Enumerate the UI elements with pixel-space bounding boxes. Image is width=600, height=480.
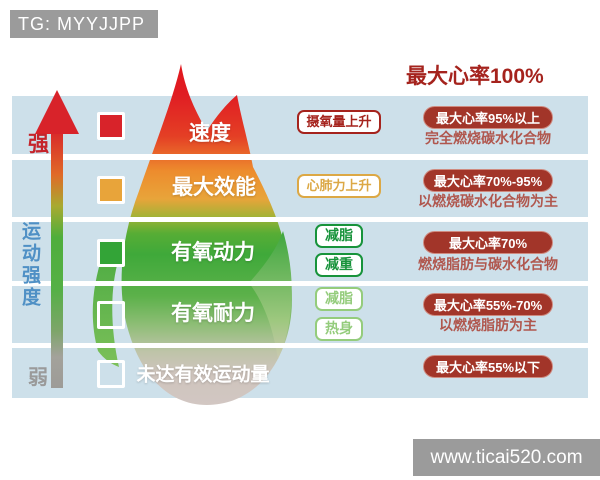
band-separator: [12, 343, 588, 348]
zone-label-aerobic-power: 有氧动力: [171, 241, 255, 264]
zone-label-max-efficiency: 最大效能: [172, 176, 256, 199]
zone-swatch-speed: [97, 112, 125, 140]
axis-label-intensity: 运动强度: [19, 221, 40, 309]
zone-label-aerobic-endurance: 有氧耐力: [171, 302, 255, 325]
hr-pill-70-95: 最大心率70%-95%: [423, 169, 553, 192]
hr-desc-55-70: 以燃烧脂肪为主: [439, 317, 537, 333]
badge-fat-loss-light: 减脂: [315, 287, 363, 311]
watermark-url: www.ticai520.com: [413, 439, 600, 476]
hr-desc-70: 燃烧脂肪与碳水化合物: [418, 256, 558, 272]
band-separator: [12, 281, 588, 286]
hr-desc-95-plus: 完全燃烧碳水化合物: [425, 130, 551, 146]
flame-graphic: [92, 64, 292, 405]
zone-swatch-below-effective: [97, 360, 125, 388]
hr-pill-70: 最大心率70%: [423, 231, 553, 254]
zone-swatch-aerobic-endurance: [97, 301, 125, 329]
tag-bar: TG: MYYJJPP: [10, 10, 158, 38]
zone-label-below-effective: 未达有效运动量: [136, 364, 270, 386]
zone-swatch-aerobic-power: [97, 239, 125, 267]
zone-swatch-max-efficiency: [97, 176, 125, 204]
badge-fat-loss: 减脂: [315, 224, 363, 248]
badge-cardio-rise: 心肺力上升: [297, 174, 381, 198]
hr-pill-55-70: 最大心率55%-70%: [423, 293, 553, 316]
axis-label-weak: 弱: [28, 367, 48, 389]
zone-label-speed: 速度: [189, 122, 231, 145]
hr-pill-95-plus: 最大心率95%以上: [423, 106, 553, 129]
intensity-arrow: [35, 90, 79, 388]
badge-warm-up: 热身: [315, 317, 363, 341]
max-heart-rate-title: 最大心率100%: [406, 65, 544, 88]
band-separator: [12, 217, 588, 222]
band-separator: [12, 154, 588, 160]
badge-weight-loss: 减重: [315, 253, 363, 277]
hr-pill-below-55: 最大心率55%以下: [423, 355, 553, 378]
hr-desc-70-95: 以燃烧碳水化合物为主: [418, 193, 558, 209]
axis-label-strong: 强: [28, 133, 49, 156]
badge-oxygen-uptake-rise: 摄氧量上升: [297, 110, 381, 134]
